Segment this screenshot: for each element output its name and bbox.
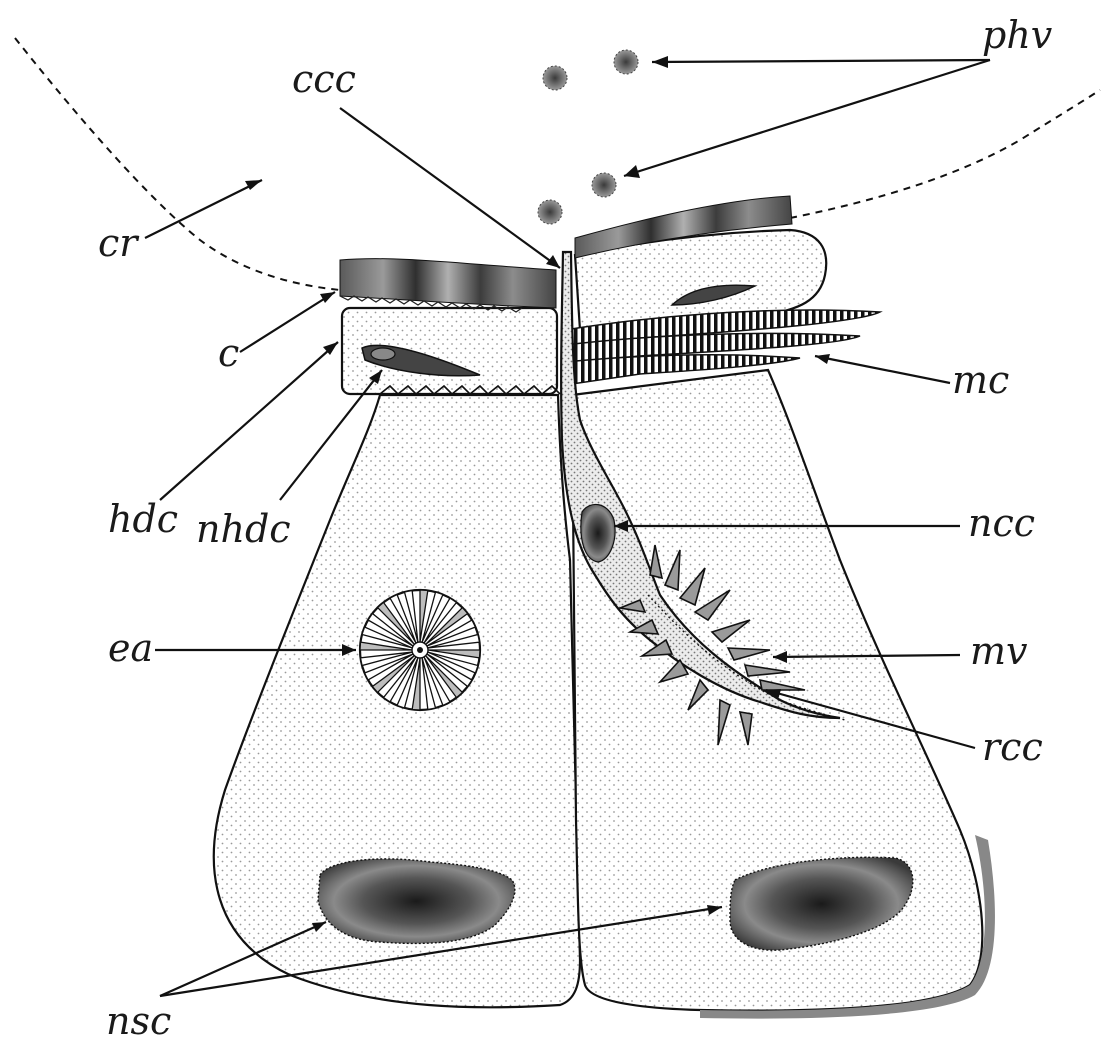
label-ea: ea xyxy=(108,626,153,670)
virion-1 xyxy=(543,66,567,90)
ncc-nucleus xyxy=(581,504,615,562)
label-mc: mc xyxy=(952,358,1009,402)
label-ccc: ccc xyxy=(292,57,356,101)
nsc-nucleus-left xyxy=(318,859,515,944)
label-nhdc: nhdc xyxy=(196,507,291,551)
label-ncc: ncc xyxy=(968,501,1035,545)
label-mv: mv xyxy=(970,629,1028,673)
label-hdc: hdc xyxy=(108,497,178,541)
label-c: c xyxy=(218,331,239,375)
hdc-nucleolus xyxy=(371,348,395,360)
phage-virions xyxy=(538,50,638,224)
label-nsc: nsc xyxy=(106,999,171,1043)
virion-2 xyxy=(614,50,638,74)
elemental-apparatus xyxy=(360,590,480,710)
label-rcc: rcc xyxy=(982,725,1043,769)
label-cr: cr xyxy=(98,221,140,265)
cuticle-left xyxy=(340,259,556,308)
label-phv: phv xyxy=(982,13,1053,57)
virion-4 xyxy=(538,200,562,224)
virion-3 xyxy=(592,173,616,197)
